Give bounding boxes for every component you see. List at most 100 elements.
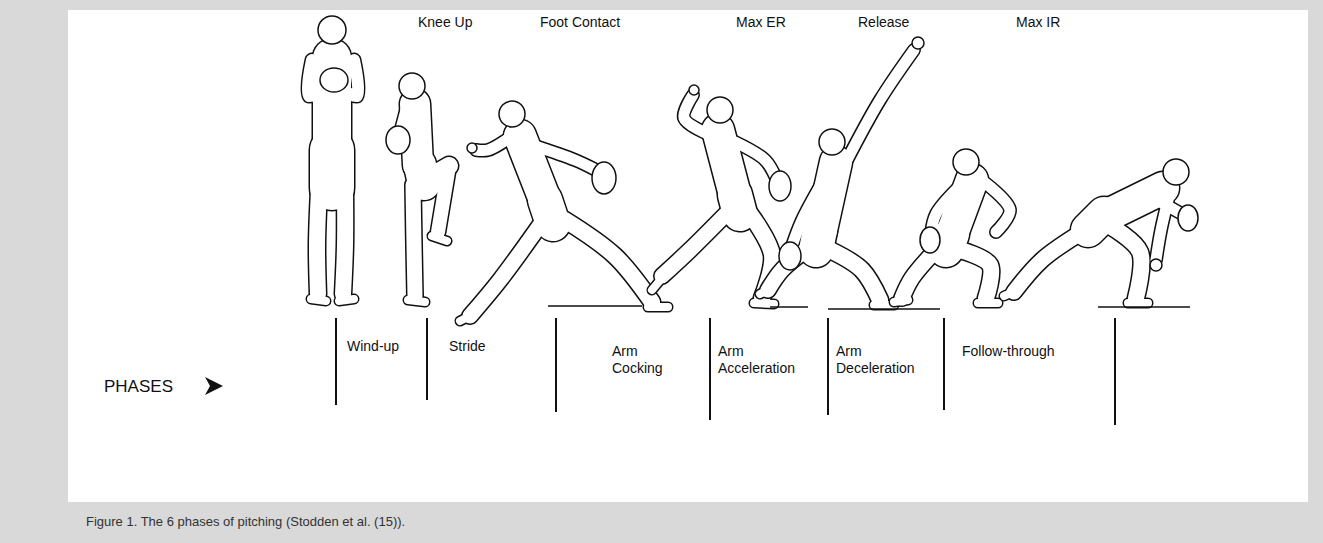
body-outline [1014,232,1082,292]
body-outline [978,298,998,309]
body-outline [339,299,354,301]
body-outline [984,182,1010,232]
body-fill [735,195,740,214]
body-fill [310,150,354,188]
body-outline [565,220,652,302]
ball [467,143,477,153]
body-outline [754,303,774,304]
body-fill [1110,226,1141,298]
ground-line [770,306,808,307]
glove [769,171,791,201]
body-outline [960,250,991,298]
body-fill [960,250,991,298]
body-fill [1088,214,1104,230]
phase-label: Wind-up [347,338,399,355]
body-outline [317,190,319,294]
phase-divider [1114,318,1116,425]
head [1163,159,1189,185]
body-fill [830,250,880,300]
pitcher-figure [460,101,668,321]
phase-divider [335,318,337,405]
event-label: Max ER [736,14,786,31]
phase-label: Follow-through [962,343,1055,360]
body-fill [754,303,774,304]
body-outline [816,230,820,250]
body-fill [946,234,952,250]
body-outline [432,236,447,241]
body-fill [978,299,998,307]
glove [386,126,410,154]
body-outline [311,299,326,301]
body-outline [648,302,668,313]
phase-label: Arm Acceleration [718,343,795,376]
glove [1178,205,1198,231]
head [953,149,979,175]
body-fill [438,166,449,232]
phase-divider [426,318,428,400]
head [499,101,525,127]
body-fill [760,288,772,294]
body-outline [413,185,415,296]
body-outline [652,278,662,290]
pitcher-figure [386,73,449,302]
body-outline [846,50,914,162]
body-outline [1088,214,1104,230]
body-fill [545,200,553,224]
glove [779,242,801,270]
body-fill [460,314,474,321]
body-fill [343,190,345,294]
pitcher-figure [1004,159,1198,303]
phase-divider [827,318,829,415]
event-label: Foot Contact [540,14,620,31]
body-outline [545,200,553,224]
body-fill [984,182,1010,232]
phase-divider [555,318,557,412]
event-label: Knee Up [418,14,472,31]
ground-lines [548,306,1190,309]
body-outline [662,214,726,276]
body-fill [662,214,726,276]
phase-divider [943,318,945,410]
body-outline [1110,226,1141,298]
phase-label: Arm Deceleration [836,343,915,376]
body-outline [1004,290,1018,296]
event-label: Release [858,14,909,31]
phase-label: Stride [449,338,486,355]
body-outline [735,195,740,214]
ground-line [548,305,642,306]
body-fill [311,299,326,301]
phases-heading: PHASES [104,377,173,397]
body-outline [309,150,356,188]
body-outline [830,250,880,300]
pitcher-figure [308,16,359,301]
head [399,73,425,99]
body-fill [413,185,415,296]
glove [920,227,940,253]
body-outline [408,300,425,302]
body-fill [1128,299,1148,307]
body-fill [339,299,354,301]
event-label: Max IR [1016,14,1060,31]
phase-dividers [336,318,1115,425]
body-fill [652,278,662,290]
body-outline [470,225,540,316]
head [819,129,845,155]
body-outline [894,300,908,302]
ball [689,85,699,95]
body-outline [760,288,772,294]
body-fill [408,300,425,302]
body-outline [902,250,936,298]
figure-caption: Figure 1. The 6 phases of pitching (Stod… [86,514,405,529]
body-outline [946,234,952,250]
body-fill [846,50,914,162]
body-fill [902,250,936,298]
body-fill [816,230,820,250]
glove [592,162,616,194]
phase-label: Arm Cocking [612,343,663,376]
ball [1150,259,1162,271]
body-fill [1004,290,1018,296]
body-fill [1014,232,1082,292]
phase-arrow [205,377,223,395]
